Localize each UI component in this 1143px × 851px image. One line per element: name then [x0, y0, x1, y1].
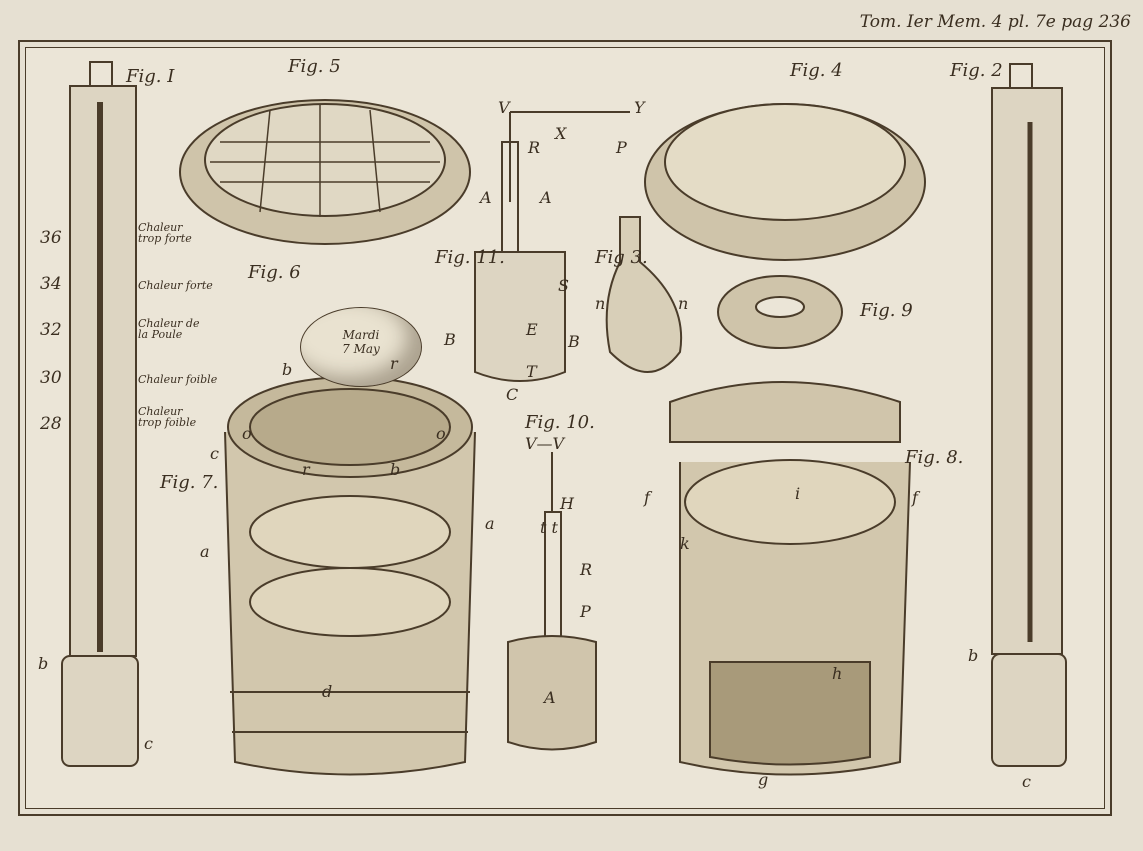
flask-fig3 [605, 216, 683, 373]
fig9-label: Fig. 9 [860, 300, 913, 321]
letter-VV: V—V [525, 434, 565, 453]
fig6-label: Fig. 6 [248, 262, 301, 283]
scale-value: 32 [40, 320, 62, 340]
letter-T: T [526, 362, 537, 381]
letter-a: a [200, 542, 210, 561]
fig10-label: Fig. 10. [525, 412, 595, 433]
letter-A: A [540, 188, 552, 207]
letter-S: S [558, 276, 569, 295]
letter-k: k [680, 534, 690, 553]
letter-B: B [444, 330, 456, 349]
letter-b: b [38, 654, 49, 673]
fig4-label: Fig. 4 [790, 60, 843, 81]
scale-value: 28 [40, 414, 62, 434]
basket-fig4 [644, 103, 926, 261]
fig2-label: Fig. 2 [950, 60, 1003, 81]
letter-r: r [302, 460, 310, 479]
scale-label: Chaleur foible [138, 373, 218, 386]
egg-text-date: 7 May [342, 342, 380, 356]
fig5-label: Fig. 5 [288, 56, 341, 77]
scale-label: Chaleur de la Poule [138, 317, 200, 341]
letter-c: c [1022, 772, 1031, 791]
barrel-fig8 [669, 381, 911, 776]
scale-value: 34 [40, 274, 62, 294]
letter-d: d [322, 682, 333, 701]
scale-value: 30 [40, 368, 62, 388]
letter-b: b [390, 460, 401, 479]
letter-R: R [580, 560, 593, 579]
letter-P: P [580, 602, 591, 621]
letter-r: r [390, 354, 398, 373]
letter-c: c [210, 444, 219, 463]
letter-f: f [644, 488, 650, 507]
fig11-label: Fig. 11. [435, 247, 505, 268]
letter-i: i [795, 484, 801, 503]
letter-f: f [912, 488, 918, 507]
apparatus-fig10 [507, 452, 597, 751]
engraving-plate: Fig. I Fig. 5 Fig. 4 Fig. 2 Fig. 6 Fig. … [18, 40, 1112, 816]
letter-E: E [526, 320, 538, 339]
letter-C: C [506, 385, 519, 404]
fig3-label: Fig 3. [595, 247, 648, 268]
letter-B: B [568, 332, 580, 351]
letter-o: o [436, 424, 446, 443]
engraving-illustration [61, 61, 1067, 776]
letter-R: R [528, 138, 541, 157]
letter-A: A [544, 688, 556, 707]
letter-A: A [480, 188, 492, 207]
letter-g: g [758, 770, 769, 789]
scale-label: Chaleur trop foible [138, 405, 197, 429]
fig1-label: Fig. I [126, 66, 175, 87]
ring-fig9 [717, 275, 843, 349]
letter-b: b [282, 360, 293, 379]
letter-h: h [832, 664, 843, 683]
thermometer-fig2 [991, 63, 1067, 767]
letter-X: X [555, 124, 567, 143]
letter-Y: Y [634, 98, 645, 117]
fig8-label: Fig. 8. [905, 447, 964, 468]
letter-n: n [678, 294, 689, 313]
scale-value: 36 [40, 228, 62, 248]
letter-H: H [560, 494, 574, 513]
thermometer-fig1 [61, 61, 139, 767]
scale-label: Chaleur forte [138, 279, 213, 292]
egg-fig6: Mardi 7 May [300, 307, 422, 387]
apparatus-fig11 [474, 111, 630, 382]
letter-n: n [595, 294, 606, 313]
letter-b: b [968, 646, 979, 665]
letter-o: o [242, 424, 252, 443]
letter-a: a [485, 514, 495, 533]
scale-label: Chaleur trop forte [138, 221, 192, 245]
basket-fig5 [179, 99, 471, 245]
letter-c: c [144, 734, 153, 753]
letter-V: V [498, 98, 510, 117]
fig7-label: Fig. 7. [160, 472, 219, 493]
page-reference: Tom. Ier Mem. 4 pl. 7e pag 236 [859, 12, 1131, 32]
letter-tt: t t [540, 518, 558, 537]
letter-P: P [616, 138, 627, 157]
egg-text-day: Mardi [342, 328, 380, 342]
barrel-fig7 [224, 376, 476, 776]
